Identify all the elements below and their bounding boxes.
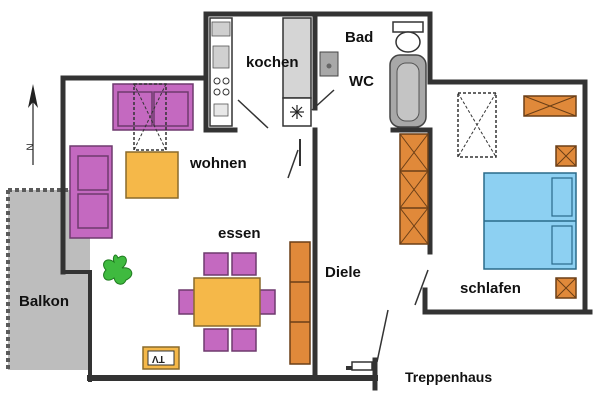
coffee-table	[125, 151, 179, 199]
bedroom-wardrobe	[399, 133, 429, 245]
bathtub	[389, 54, 427, 128]
room-label-schlafen: schlafen	[460, 280, 521, 297]
tv-label: TV	[152, 353, 165, 364]
room-label-diele: Diele	[325, 264, 361, 281]
plant-icon	[103, 254, 133, 285]
skylight-bedroom	[457, 92, 497, 158]
nightstands	[555, 145, 577, 299]
room-label-bad: Bad	[345, 29, 374, 46]
stair-threshold	[351, 361, 373, 371]
room-label-wohnen: wohnen	[190, 155, 247, 172]
snowflake-icon	[290, 105, 304, 119]
skylight-living	[133, 83, 167, 151]
room-label-kochen: kochen	[246, 54, 299, 71]
room-label-balkon: Balkon	[19, 293, 70, 310]
dining-chairs	[178, 252, 276, 352]
sofa-left	[69, 145, 113, 239]
sofa-top	[112, 83, 194, 131]
room-label-essen: essen	[218, 225, 261, 242]
doors	[237, 89, 429, 363]
bed	[483, 172, 577, 270]
bathroom-sink	[319, 51, 339, 77]
hall-cabinet	[289, 241, 311, 365]
room-label-wc: WC	[349, 73, 374, 90]
walls	[60, 11, 593, 391]
dining-table	[193, 277, 261, 327]
toilet	[392, 21, 424, 53]
north-label: N	[25, 143, 37, 151]
north-arrow-icon	[28, 84, 38, 165]
tv-icon	[142, 346, 180, 370]
dresser	[523, 95, 577, 117]
room-label-treppenhaus: Treppenhaus	[405, 369, 493, 385]
kitchen-counter	[209, 17, 312, 127]
